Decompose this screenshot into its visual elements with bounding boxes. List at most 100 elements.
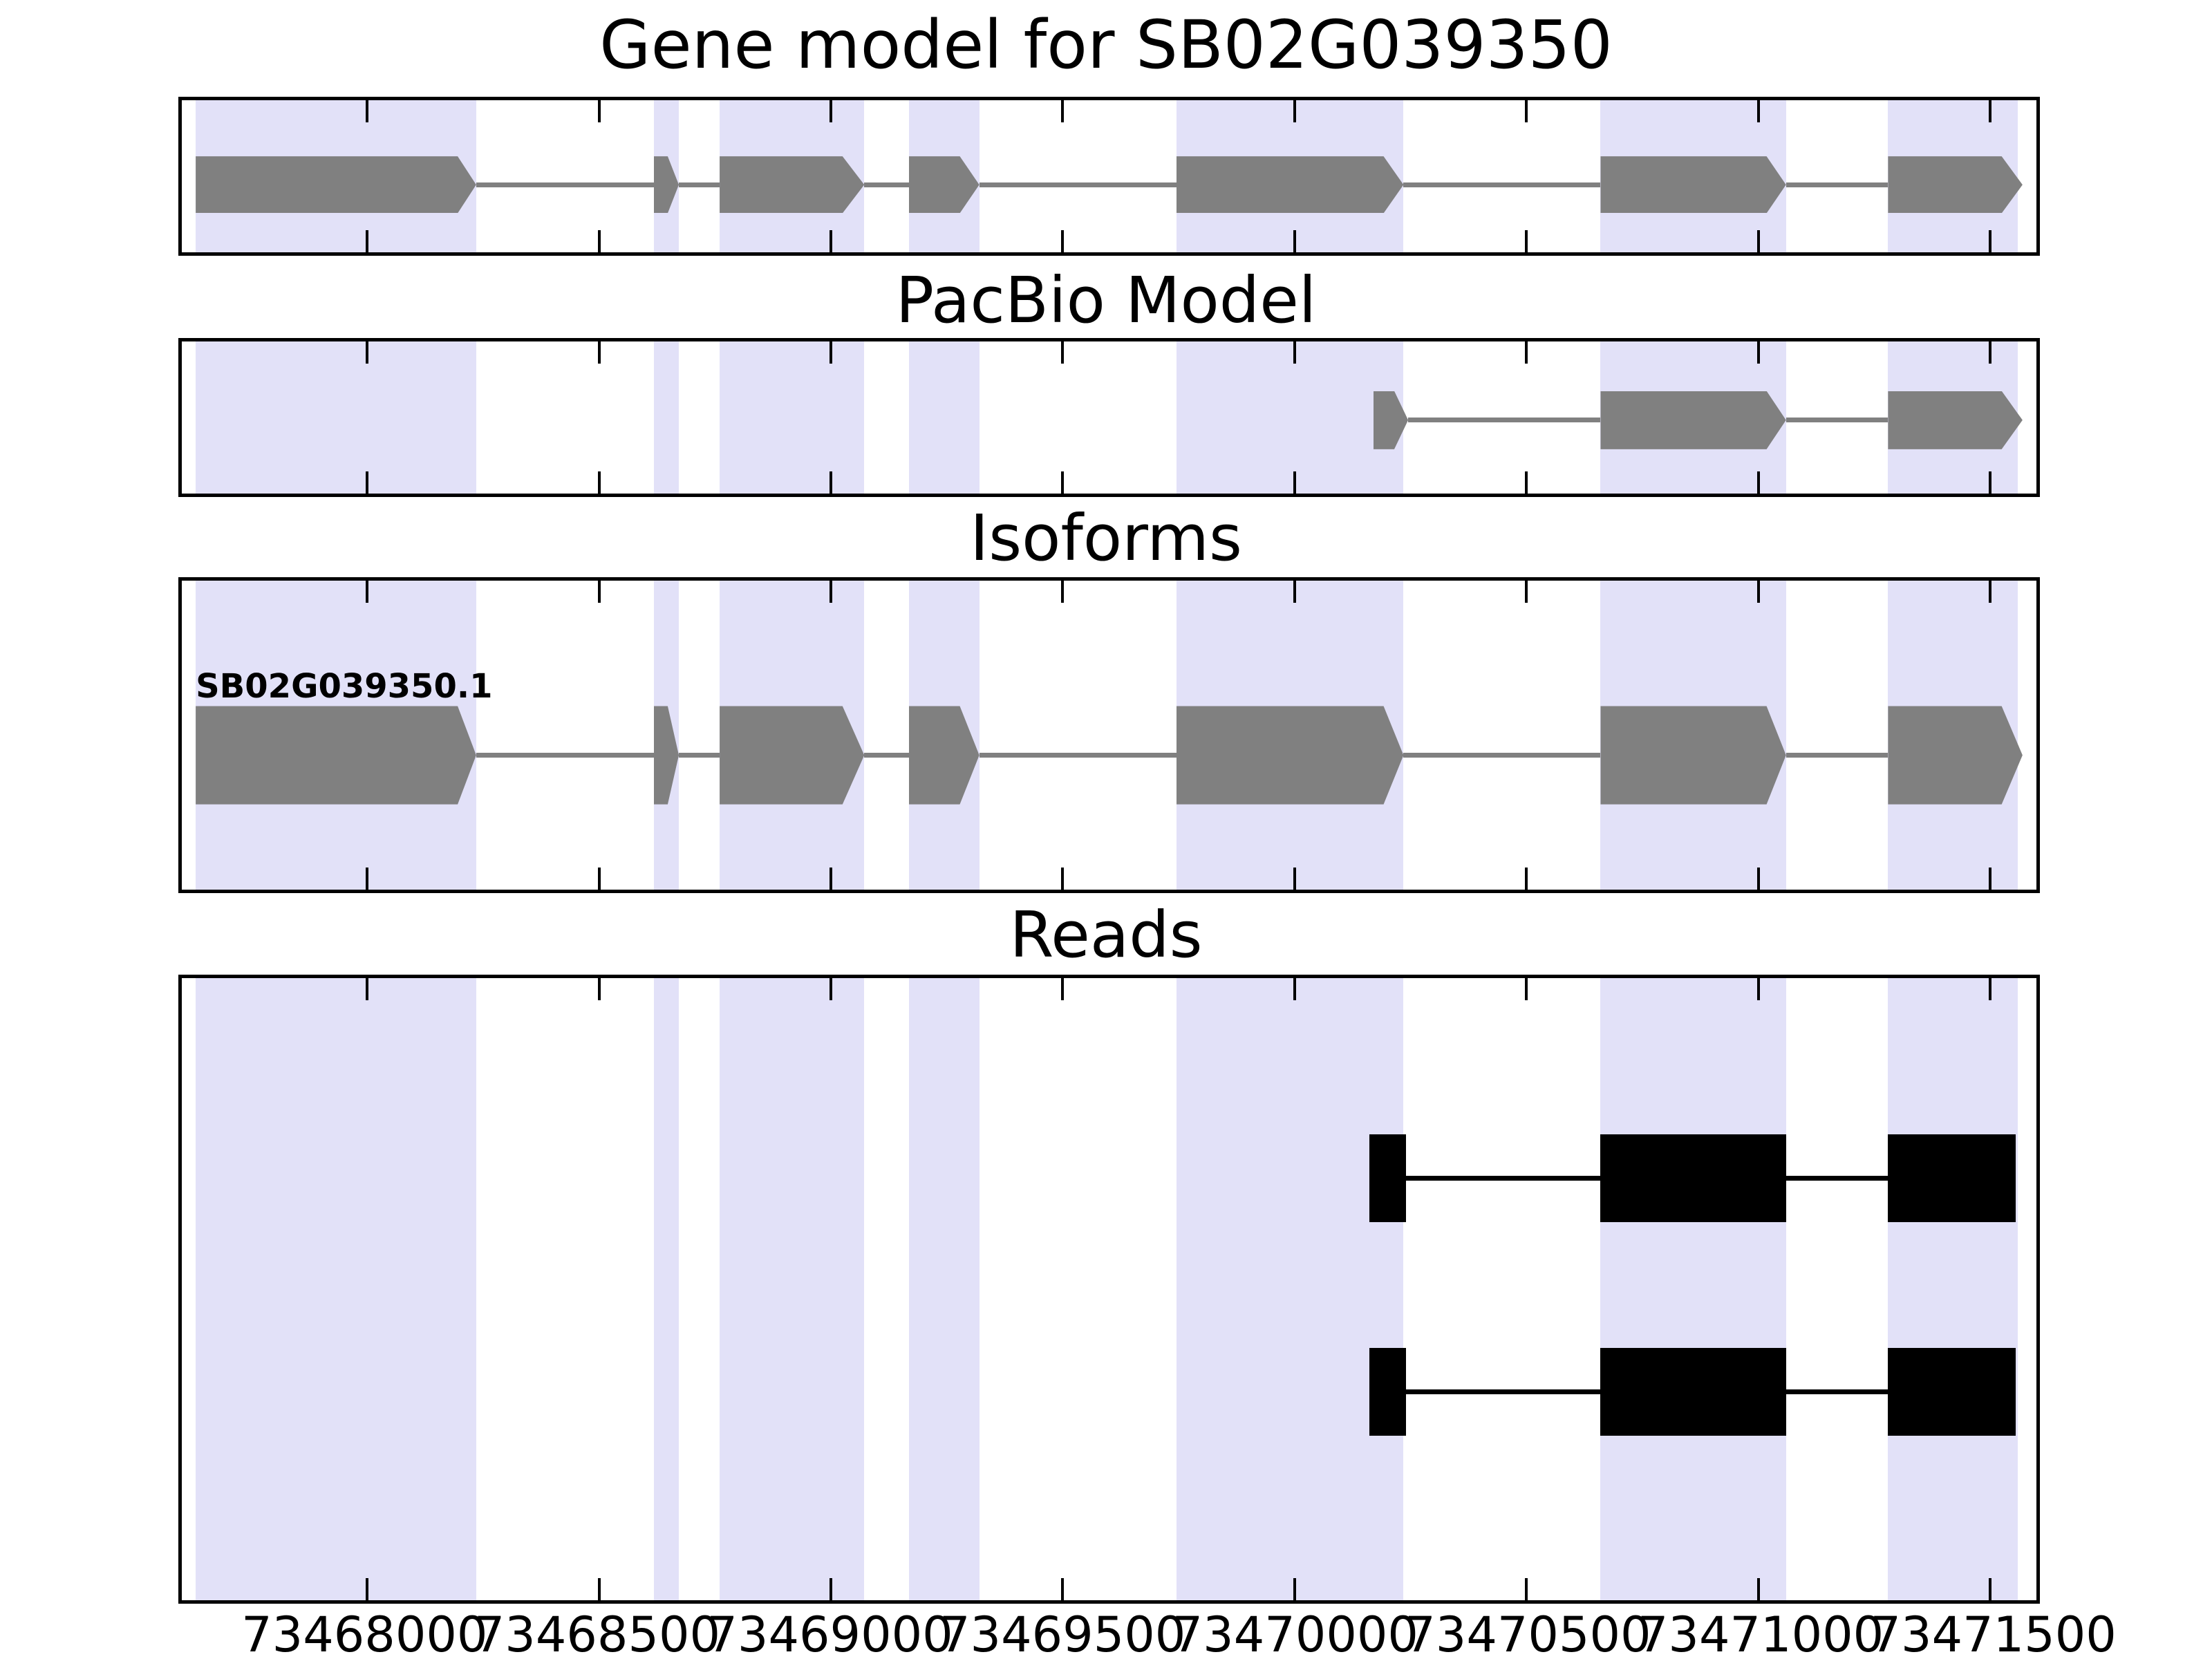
intron-connector-line	[1785, 753, 1888, 758]
axis-tick-mark	[1525, 471, 1528, 494]
axis-tick-mark	[1061, 230, 1065, 252]
axis-tick-mark	[1756, 471, 1760, 494]
exon-arrow-shape	[1600, 391, 1786, 449]
intron-connector-line	[1403, 182, 1601, 187]
intron-connector-line	[1785, 182, 1888, 187]
axis-tick-mark	[830, 100, 833, 122]
x-axis-tick-label: 73469000	[706, 1606, 953, 1659]
axis-tick-mark	[597, 581, 601, 603]
axis-tick-mark	[830, 868, 833, 890]
axis-tick-mark	[1525, 100, 1528, 122]
axis-tick-mark	[1756, 868, 1760, 890]
x-axis-tick-label: 73469500	[939, 1606, 1186, 1659]
exon-arrow-shape	[196, 156, 476, 214]
axis-tick-mark	[1525, 1578, 1528, 1600]
axis-tick-mark	[1988, 230, 1991, 252]
exon-highlight-band	[653, 341, 679, 494]
exon-highlight-band	[908, 978, 980, 1600]
axis-tick-mark	[1756, 230, 1760, 252]
exon-arrow-shape	[1176, 706, 1404, 805]
axis-tick-mark	[830, 581, 833, 603]
x-axis-tick-label: 73471500	[1870, 1606, 2117, 1659]
panel-title-isoforms: Isoforms	[970, 501, 1242, 575]
exon-highlight-band	[1176, 341, 1404, 494]
exon-arrow-shape	[1176, 156, 1404, 214]
exon-highlight-band	[196, 341, 476, 494]
axis-tick-mark	[366, 1578, 369, 1600]
intron-connector-line	[679, 182, 720, 187]
exon-highlight-band	[720, 978, 865, 1600]
axis-tick-mark	[597, 230, 601, 252]
axis-tick-mark	[1525, 581, 1528, 603]
exon-arrow-shape	[196, 706, 476, 805]
exon-arrow-shape	[1888, 391, 2023, 449]
axis-tick-mark	[1061, 868, 1065, 890]
axis-tick-mark	[366, 868, 369, 890]
axis-tick-mark	[1525, 341, 1528, 364]
axis-tick-mark	[1061, 341, 1065, 364]
axis-tick-mark	[1061, 471, 1065, 494]
x-axis-tick-label: 73470500	[1405, 1606, 1651, 1659]
axis-tick-mark	[597, 471, 601, 494]
panel-title-gene-model: Gene model for SB02G039350	[599, 6, 1613, 84]
axis-tick-mark	[1293, 100, 1296, 122]
read-exon-block	[1369, 1348, 1406, 1436]
axis-tick-mark	[597, 1578, 601, 1600]
intron-connector-line	[1785, 418, 1888, 423]
intron-connector-line	[476, 753, 654, 758]
exon-arrow-shape	[1888, 706, 2023, 805]
panel-pacbio-model	[178, 338, 2040, 497]
read-exon-block	[1369, 1134, 1406, 1223]
x-axis-tick-label: 73470000	[1172, 1606, 1418, 1659]
read-exon-block	[1888, 1348, 2016, 1436]
axis-tick-mark	[830, 341, 833, 364]
axis-tick-mark	[1756, 100, 1760, 122]
axis-tick-mark	[1525, 868, 1528, 890]
panel-title-reads: Reads	[1009, 898, 1203, 972]
x-axis-tick-label: 73468000	[241, 1606, 488, 1659]
read-exon-block	[1888, 1134, 2016, 1223]
read-connector-line	[1785, 1176, 1888, 1181]
axis-tick-mark	[366, 471, 369, 494]
exon-arrow-shape	[1600, 706, 1786, 805]
intron-connector-line	[1408, 418, 1601, 423]
axis-tick-mark	[1061, 100, 1065, 122]
axis-tick-mark	[1061, 978, 1065, 1000]
axis-tick-mark	[1988, 341, 1991, 364]
exon-highlight-band	[908, 341, 980, 494]
exon-highlight-band	[653, 978, 679, 1600]
exon-arrow-shape	[720, 156, 865, 214]
x-axis-tick-label: 73471000	[1637, 1606, 1884, 1659]
exon-highlight-band	[720, 341, 865, 494]
axis-tick-mark	[1293, 230, 1296, 252]
axis-tick-mark	[1988, 471, 1991, 494]
axis-tick-mark	[1756, 978, 1760, 1000]
x-axis-tick-label: 73468500	[474, 1606, 721, 1659]
axis-tick-mark	[1756, 581, 1760, 603]
axis-tick-mark	[1988, 1578, 1991, 1600]
axis-tick-mark	[1988, 100, 1991, 122]
intron-connector-line	[1403, 753, 1601, 758]
axis-tick-mark	[1988, 868, 1991, 890]
axis-tick-mark	[1061, 1578, 1065, 1600]
axis-tick-mark	[1988, 581, 1991, 603]
axis-tick-mark	[1293, 581, 1296, 603]
axis-tick-mark	[597, 868, 601, 890]
panel-reads	[178, 975, 2040, 1604]
read-connector-line	[1405, 1389, 1601, 1394]
isoform-name-label: SB02G039350.1	[196, 667, 493, 706]
axis-tick-mark	[1293, 341, 1296, 364]
panel-title-pacbio-model: PacBio Model	[895, 263, 1317, 337]
intron-connector-line	[979, 753, 1177, 758]
axis-tick-mark	[366, 230, 369, 252]
axis-tick-mark	[1525, 978, 1528, 1000]
axis-tick-mark	[597, 341, 601, 364]
exon-highlight-band	[1600, 978, 1786, 1600]
axis-tick-mark	[366, 100, 369, 122]
panel-gene-model	[178, 97, 2040, 256]
intron-connector-line	[679, 753, 720, 758]
read-connector-line	[1405, 1176, 1601, 1181]
exon-arrow-shape	[1888, 156, 2023, 214]
